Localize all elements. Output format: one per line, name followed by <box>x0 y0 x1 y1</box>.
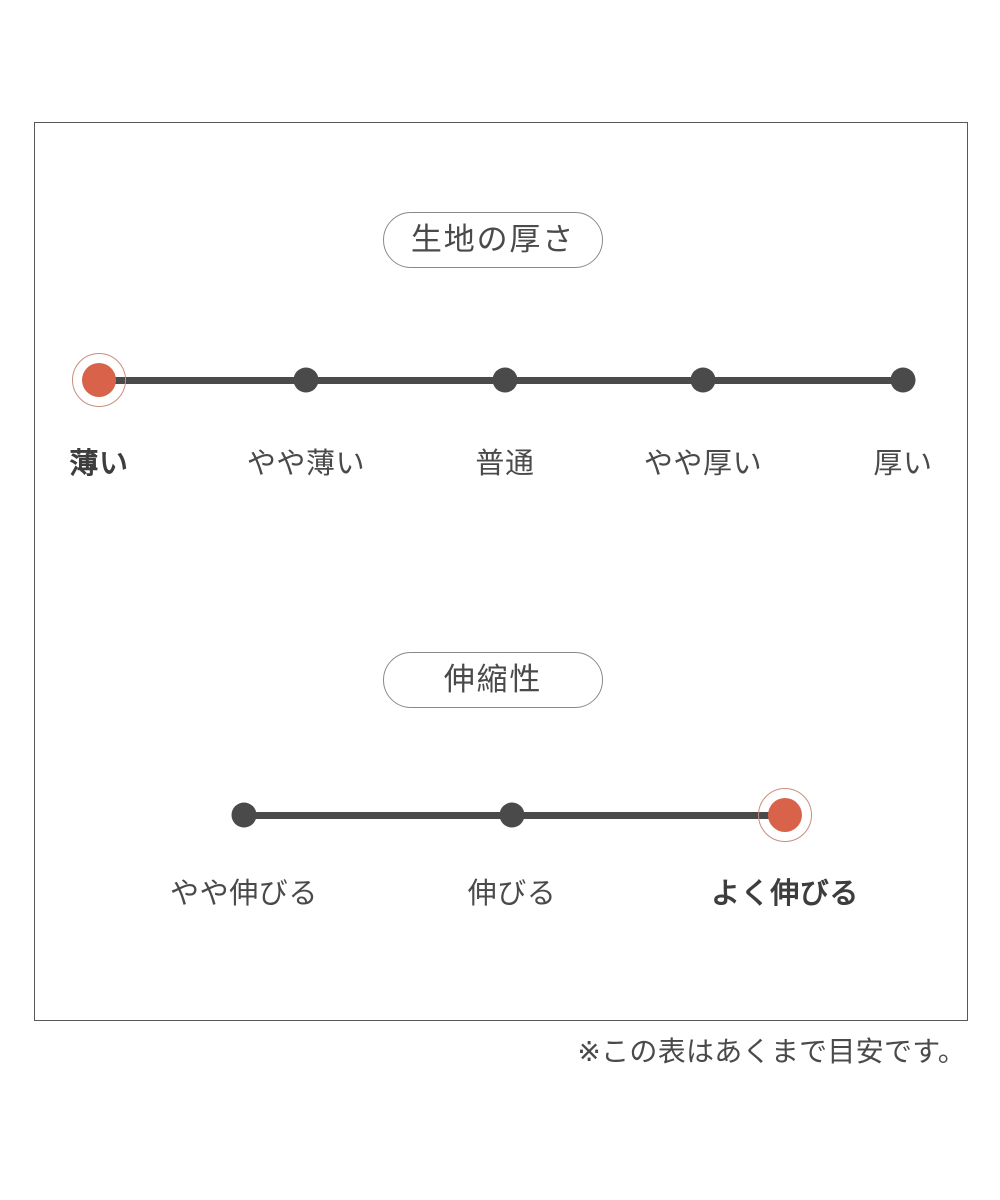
scale-dot <box>890 367 916 393</box>
selected-dot-ring <box>72 353 126 407</box>
section-heading-label-stretchiness: 伸縮性 <box>443 661 543 698</box>
scale-dot <box>231 802 257 828</box>
scale-dot <box>293 367 319 393</box>
section-heading-badge-fabric-thickness: 生地の厚さ <box>383 212 603 268</box>
scale-tick-label: 厚い <box>873 446 933 480</box>
section-heading-label-fabric-thickness: 生地の厚さ <box>410 221 576 258</box>
scale-dot <box>690 367 716 393</box>
scale-dot <box>499 802 525 828</box>
disclaimer-note: ※この表はあくまで目安です。 <box>577 1035 966 1068</box>
section-heading-badge-stretchiness: 伸縮性 <box>383 652 603 708</box>
scale-tick-label: 伸びる <box>467 876 557 910</box>
scale-dot <box>492 367 518 393</box>
scale-tick-label: 薄い <box>69 446 129 480</box>
selected-dot-ring <box>758 788 812 842</box>
scale-tick-label: 普通 <box>475 446 535 480</box>
scale-dot-selected <box>768 798 802 832</box>
scale-tick-label: よく伸びる <box>711 876 859 910</box>
scale-tick-label: やや薄い <box>246 446 366 480</box>
scale-dot-selected <box>82 363 116 397</box>
spec-chart-frame: 生地の厚さ 薄い やや薄い 普通 やや厚い 厚い 伸縮性 やや伸びる 伸びる よく伸びる <box>34 122 968 1021</box>
scale-tick-label: やや厚い <box>643 446 763 480</box>
scale-tick-label: やや伸びる <box>170 876 318 910</box>
